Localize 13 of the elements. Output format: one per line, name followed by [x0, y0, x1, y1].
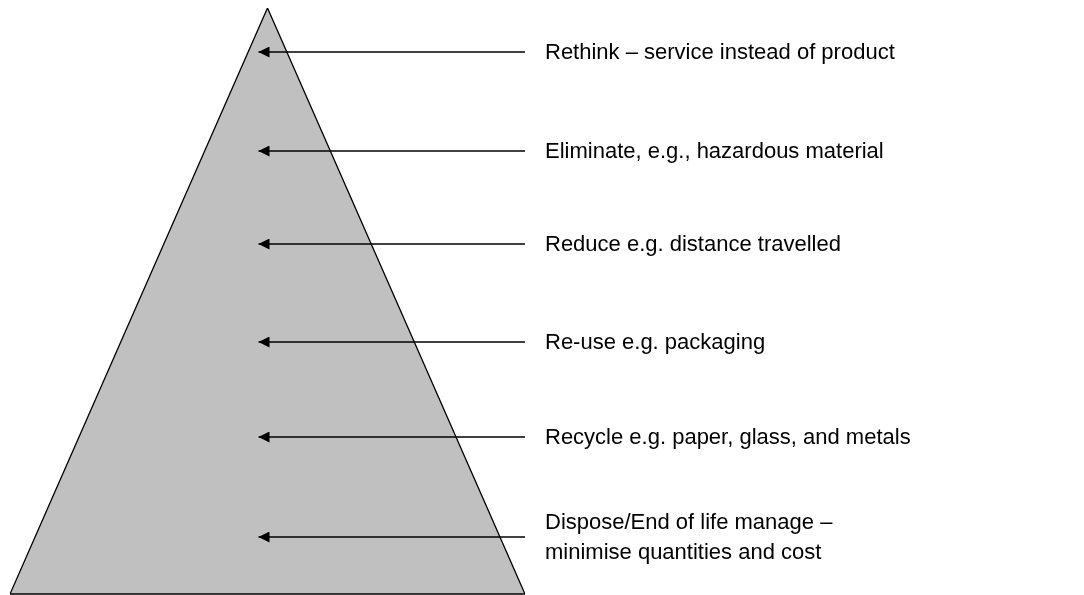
step-label: Dispose/End of life manage – minimise quantities and cost: [545, 507, 880, 567]
leader-arrow: [257, 46, 526, 58]
leader-arrow: [257, 431, 526, 443]
leader-arrow: [257, 145, 526, 157]
step-label: Reduce e.g. distance travelled: [545, 229, 841, 259]
step-label: Re-use e.g. packaging: [545, 327, 766, 357]
step-label: Rethink – service instead of product: [545, 37, 895, 67]
leader-arrow: [257, 336, 526, 348]
leader-arrow: [257, 531, 526, 543]
leader-arrow: [257, 238, 526, 250]
pyramid-shape: [10, 8, 525, 595]
step-label: Eliminate, e.g., hazardous material: [545, 136, 884, 166]
step-label: Recycle e.g. paper, glass, and metals: [545, 422, 911, 452]
